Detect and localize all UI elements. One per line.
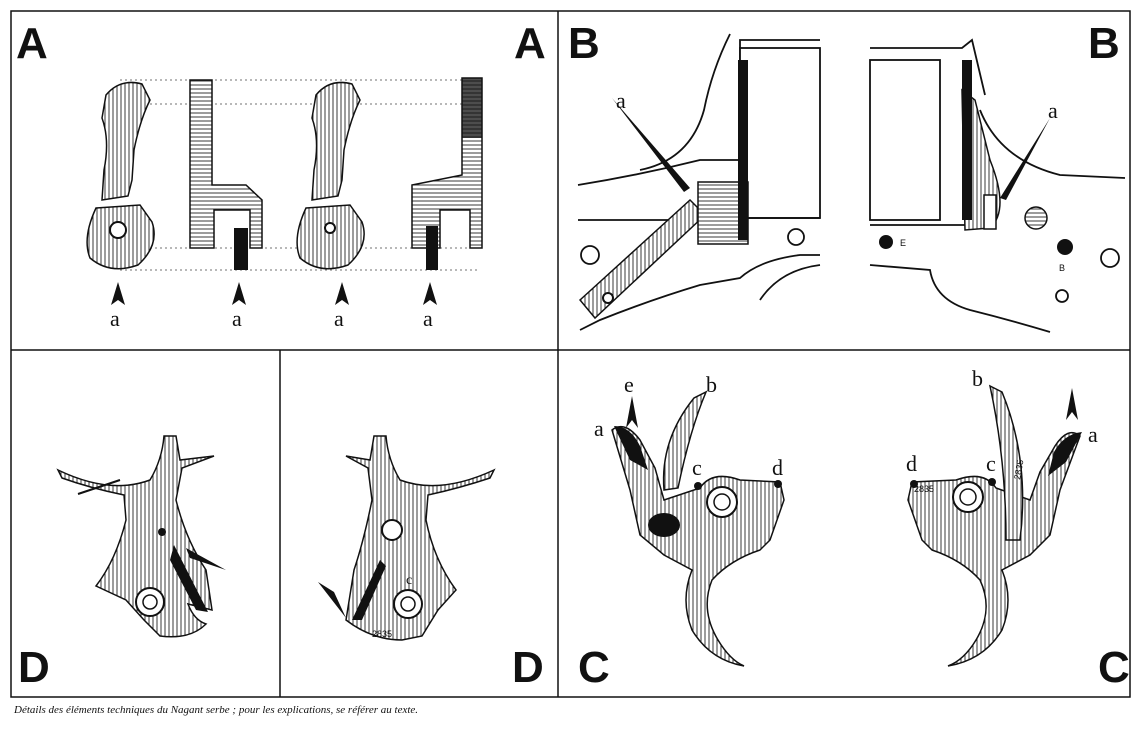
hammer-part-4: [411, 77, 483, 270]
serial-d: 2835: [372, 629, 392, 639]
callout-d-c: c: [406, 573, 412, 588]
callout-c-left-c: c: [692, 455, 702, 480]
callout-a-3: a: [334, 306, 344, 331]
panel-d: D D c 2835: [18, 435, 544, 692]
frame-mark-b: B: [1059, 263, 1065, 273]
panel-d-letter-left: D: [18, 643, 50, 692]
panel-b: B B a: [568, 19, 1126, 333]
serial-c-a: 2835: [914, 484, 934, 494]
pointer-d-right: [318, 582, 346, 618]
panel-d-letter-right: D: [512, 643, 544, 692]
serial-c-b: 2835: [1012, 459, 1025, 480]
hammer-part-1: [86, 81, 155, 270]
callout-c-left-e: e: [624, 372, 634, 397]
panel-b-letter-right: B: [1088, 19, 1120, 68]
callout-a-1: a: [110, 306, 120, 331]
callout-b-right: a: [1048, 98, 1058, 123]
pointer-b-right: [1000, 118, 1050, 200]
panel-a-arrows: [111, 282, 437, 305]
pointer-b-left: [612, 98, 690, 192]
hammer-part-2: [189, 79, 263, 270]
trigger-right: b a d c 2835 2835: [906, 366, 1098, 667]
callout-c-right-c: c: [986, 451, 996, 476]
callout-c-left-a: a: [594, 416, 604, 441]
callout-c-right-b: b: [972, 366, 983, 391]
callout-c-right-a: a: [1088, 422, 1098, 447]
callout-c-right-d: d: [906, 451, 917, 476]
callout-b-left: a: [616, 88, 626, 113]
trigger-mechanism-left: [56, 435, 226, 638]
panel-a-letter-right: A: [514, 19, 546, 68]
figure-caption: Détails des éléments techniques du Nagan…: [14, 704, 419, 716]
panel-c-letter-left: C: [578, 643, 610, 692]
panel-a-letter-left: A: [16, 19, 48, 68]
frame-section-right: [869, 38, 1126, 333]
frame-mark-e: E: [900, 238, 906, 248]
panel-c: C C a e b c d: [578, 366, 1130, 692]
hammer-part-3: [296, 81, 365, 270]
callout-a-4: a: [423, 306, 433, 331]
trigger-mechanism-right: c 2835: [318, 435, 496, 641]
panel-a: A A: [16, 19, 546, 331]
panel-c-letter-right: C: [1098, 643, 1130, 692]
panel-b-letter-left: B: [568, 19, 600, 68]
callout-c-left-d: d: [772, 455, 783, 480]
trigger-left: a e b c d: [594, 372, 785, 667]
callout-a-2: a: [232, 306, 242, 331]
callout-c-left-b: b: [706, 372, 717, 397]
panel-frames: [10, 10, 1131, 698]
